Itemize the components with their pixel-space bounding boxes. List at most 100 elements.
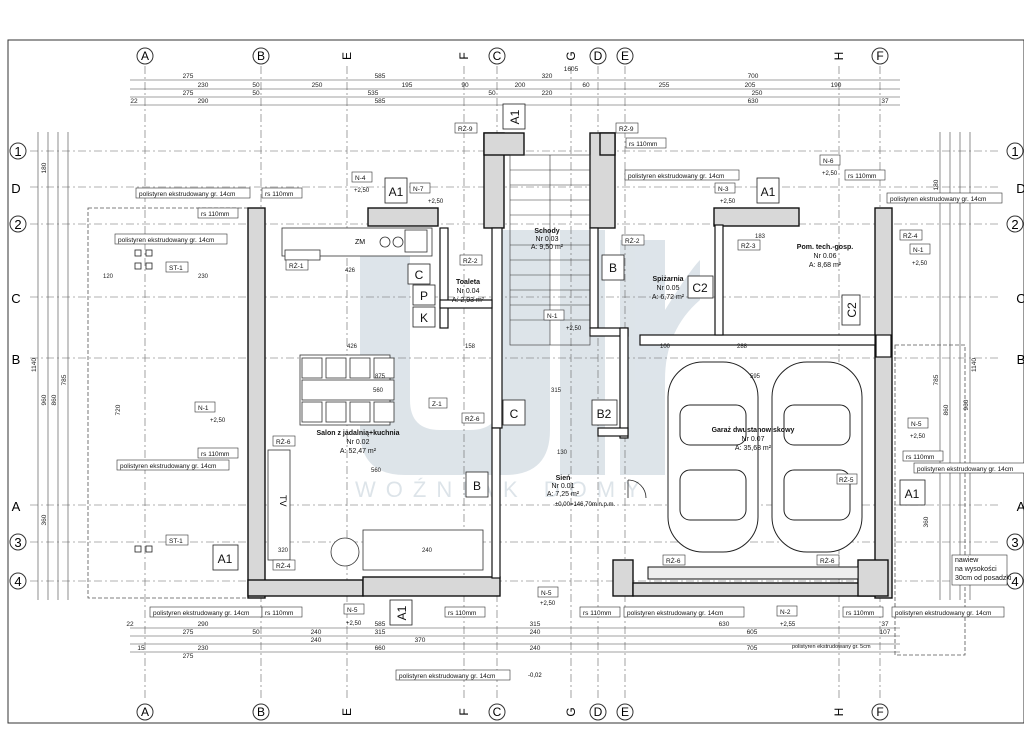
insulation-callout-texts: polistyren ekstrudowany gr. 14cm polisty… <box>118 173 1013 680</box>
axis-label: F <box>457 708 471 715</box>
callout-text: polistyren ekstrudowany gr. 14cm <box>153 610 249 617</box>
axis-label: B <box>1017 352 1024 367</box>
tag-a1: A1 <box>905 487 920 501</box>
dim-text: 290 <box>198 98 209 105</box>
kitchen-counter <box>281 227 433 261</box>
dim-text: 90 <box>461 82 469 89</box>
dim-text: 630 <box>748 98 759 105</box>
svg-text:RŻ-3: RŻ-3 <box>741 241 756 250</box>
room-area: A: 6,72 m² <box>652 294 685 301</box>
svg-text:RŻ-6: RŻ-6 <box>820 556 835 565</box>
room-name: Schody <box>534 228 559 235</box>
tv-label: TV <box>278 495 288 507</box>
small-tag-n2: N-2 <box>776 605 798 617</box>
callout-text: polistyren ekstrudowany gr. 14cm <box>895 610 991 617</box>
inner-dim: 875 <box>375 374 386 380</box>
axis-label: A <box>141 49 149 63</box>
small-tag-rz2: RŻ-2 <box>621 234 645 246</box>
dim-text: 585 <box>375 73 386 80</box>
tag-texts: A1 A1 A1 A1 A1 A1 C P K C2 C2 C B2 B B <box>218 109 920 620</box>
rs-callouts <box>197 137 944 618</box>
axis-label: 4 <box>1011 574 1018 589</box>
small-tag-n6: N-6 <box>819 154 841 166</box>
svg-text:RŻ-2: RŻ-2 <box>463 256 478 265</box>
small-tag-st1: ST-1 <box>165 534 189 546</box>
level-note: +2,50 <box>540 601 556 607</box>
axis-label: A <box>141 705 149 719</box>
room-label-pom-tech: Pom. tech.-gosp. Nr 0.06 A: 8,68 m² <box>797 244 853 269</box>
axis-label: 1 <box>1011 144 1018 159</box>
dim-text: 860 <box>943 404 950 415</box>
dimension-texts-bottom: 22 290 585 315 630 37 275 50 240 315 240… <box>126 621 890 660</box>
nawiew-line: nawiew <box>955 557 979 564</box>
exterior-walls <box>247 132 893 599</box>
room-area: A: 7,25 m² <box>547 491 580 498</box>
nawiew-note: nawiew na wysokości 30cm od posadzki <box>951 554 1012 586</box>
small-tag-st1: ST-1 <box>165 261 189 273</box>
room-area: A: 35,68 m² <box>735 445 772 452</box>
dim-text: 200 <box>515 82 526 89</box>
svg-text:N-3: N-3 <box>718 186 729 193</box>
dim-text: 180 <box>933 179 940 190</box>
tag-a1: A1 <box>395 605 409 620</box>
callout-text: polistyren ekstrudowany gr. 14cm <box>917 466 1013 473</box>
inner-dim: 560 <box>373 388 384 394</box>
svg-text:RŻ-4: RŻ-4 <box>903 231 918 240</box>
level-note: +2,55 <box>780 622 796 628</box>
axis-label: C <box>493 49 502 63</box>
rs-text: rs 110mm <box>265 191 293 198</box>
dim-text: 1605 <box>564 66 579 73</box>
axis-label: D <box>1016 181 1024 196</box>
st-markers <box>134 249 153 553</box>
dimension-lines-bottom <box>130 627 900 653</box>
axis-label: G <box>564 51 578 60</box>
dim-text: 275 <box>183 629 194 636</box>
watermark-logo: WOŹNIAK DOMY <box>355 230 700 502</box>
small-tag-n5: N-5 <box>907 417 929 429</box>
axis-label: C <box>1016 291 1024 306</box>
axis-label: 3 <box>1011 535 1018 550</box>
small-tag-rz6: RŻ-6 <box>461 412 485 424</box>
tag-b: B <box>473 479 481 493</box>
svg-text:N-7: N-7 <box>413 186 424 193</box>
room-name: Salon z jadalnią+kuchnia <box>316 430 399 437</box>
dim-text: 315 <box>530 621 541 628</box>
svg-text:RŻ-6: RŻ-6 <box>276 437 291 446</box>
level-note: +2,50 <box>912 261 928 267</box>
axis-label: F <box>876 705 883 719</box>
dim-text: 180 <box>41 162 48 173</box>
tag-k: K <box>420 311 428 325</box>
inner-dim: 560 <box>371 468 382 474</box>
level-note: +2,50 <box>720 199 736 205</box>
dim-text: 250 <box>752 90 763 97</box>
tag-c: C <box>510 407 519 421</box>
room-area: A: 2,93 m² <box>452 297 485 304</box>
dim-text: 1140 <box>971 358 978 372</box>
dim-text: 195 <box>402 82 413 89</box>
dim-text: 275 <box>183 653 194 660</box>
room-label-toaleta: Toaleta Nr 0.04 A: 2,93 m² <box>452 279 485 304</box>
dim-text: 315 <box>375 629 386 636</box>
rs-text: rs 110mm <box>201 451 229 458</box>
inner-dim: 595 <box>750 374 761 380</box>
dim-text: 360 <box>41 514 48 525</box>
level-note: +2,50 <box>566 326 582 332</box>
room-name: Sień <box>556 475 571 482</box>
dim-text: 700 <box>748 73 759 80</box>
room-nr: Nr 0.07 <box>742 436 765 443</box>
room-labels: Salon z jadalnią+kuchnia Nr 0.02 A: 52,4… <box>316 228 853 498</box>
small-tag-n5: N-5 <box>343 603 365 615</box>
tag-a1: A1 <box>218 552 233 566</box>
room-nr: Nr 0.04 <box>457 288 480 295</box>
level-main: ±0,00=146,70m n.p.m. <box>555 502 615 508</box>
svg-text:N-1: N-1 <box>547 313 558 320</box>
axis-label: D <box>594 49 603 63</box>
tag-c2: C2 <box>692 281 708 295</box>
dim-text: 255 <box>659 82 670 89</box>
dim-text: 107 <box>880 629 891 636</box>
inner-dim: 426 <box>347 344 358 350</box>
callout-text: polistyren ekstrudowany gr. 14cm <box>118 237 214 244</box>
axis-label: G <box>564 707 578 716</box>
dim-text: 535 <box>368 90 379 97</box>
svg-text:RŻ-6: RŻ-6 <box>465 414 480 423</box>
